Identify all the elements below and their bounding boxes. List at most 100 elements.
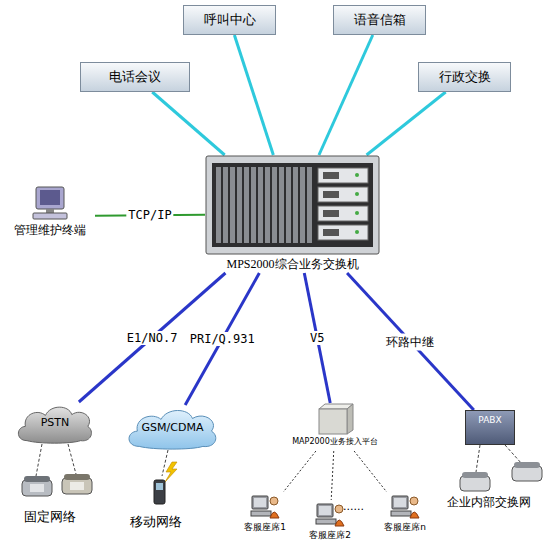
agent-icon-part bbox=[319, 506, 331, 515]
pabx-box: PABX bbox=[465, 410, 515, 445]
pabx-phones-part bbox=[514, 462, 540, 468]
pabx-phones-part bbox=[460, 476, 490, 491]
agent-icon-part bbox=[335, 505, 343, 513]
switch-chassis-part bbox=[286, 167, 291, 243]
agent-icon-part bbox=[335, 520, 344, 526]
pabx-phones-part bbox=[462, 472, 488, 478]
switch-chassis-part bbox=[293, 167, 298, 243]
switch-chassis-part bbox=[258, 167, 263, 243]
node-label: 语音信箱 bbox=[354, 12, 406, 28]
pabx-phones-part bbox=[505, 445, 522, 464]
terminal-icon-part bbox=[36, 187, 64, 209]
fixed-phones-part bbox=[70, 482, 84, 490]
node-label: 行政交换 bbox=[439, 69, 491, 85]
service-box: 呼叫中心 bbox=[183, 5, 276, 35]
node-label: MPS2000综合业务交换机 bbox=[226, 257, 358, 271]
fixed-phones-part bbox=[30, 484, 44, 492]
service-box: 电话会议 bbox=[80, 62, 190, 92]
switch-chassis-part bbox=[279, 167, 284, 243]
agent-node: 客服座席1 bbox=[235, 492, 295, 538]
switch-chassis bbox=[205, 155, 380, 255]
connector-line bbox=[354, 451, 387, 492]
node-label: 客服座席n bbox=[384, 522, 426, 533]
connector-line bbox=[331, 451, 334, 500]
node-label: 管理维护终端 bbox=[14, 223, 86, 237]
switch-chassis-part bbox=[216, 167, 221, 243]
switch-chassis-part bbox=[265, 167, 270, 243]
mobile-phone bbox=[154, 450, 177, 504]
mobile-phone-part bbox=[154, 480, 165, 504]
connector-line bbox=[347, 273, 474, 410]
terminal-icon-part bbox=[40, 190, 60, 205]
node-label: 客服座席1 bbox=[244, 522, 286, 533]
service-box: 行政交换 bbox=[418, 62, 511, 92]
caption-label: 企业内部交换网 bbox=[447, 494, 531, 511]
connector-line bbox=[367, 92, 446, 155]
pabx-phones-part bbox=[476, 445, 480, 472]
agent-icon-part bbox=[270, 497, 278, 505]
switch-chassis-part bbox=[323, 210, 339, 217]
switch-chassis-part bbox=[355, 230, 359, 234]
agent-icon-part bbox=[254, 498, 266, 507]
agent-icon-part bbox=[391, 511, 411, 516]
caption-label: 移动网络 bbox=[130, 513, 182, 531]
service-box: 语音信箱 bbox=[333, 5, 426, 35]
edge-label: PRI/Q.931 bbox=[188, 332, 257, 346]
edge-label: 环路中继 bbox=[384, 333, 436, 350]
agent-icon-part bbox=[251, 511, 271, 516]
connector-line bbox=[304, 273, 330, 403]
switch-chassis-part bbox=[318, 168, 368, 183]
agent-icon-part bbox=[270, 512, 279, 518]
node-label: 客服座席2 bbox=[309, 530, 351, 541]
switch-chassis-part bbox=[300, 167, 305, 243]
fixed-phones-part bbox=[24, 476, 50, 482]
agent-icon bbox=[390, 492, 420, 520]
terminal-icon bbox=[30, 185, 70, 221]
access-platform-icon bbox=[315, 403, 355, 435]
node-label: 电话会议 bbox=[109, 69, 161, 85]
cloud-shape-part bbox=[18, 407, 91, 443]
switch-chassis-part bbox=[307, 167, 312, 243]
access-platform-icon-part bbox=[319, 409, 347, 434]
switch-chassis-part bbox=[323, 229, 339, 236]
network-cloud: PSTN bbox=[15, 402, 95, 444]
caption-label: 固定网络 bbox=[24, 508, 76, 526]
terminal-icon-part bbox=[33, 213, 67, 219]
terminal-icon-part bbox=[46, 209, 54, 213]
edge-label: E1/NO.7 bbox=[125, 331, 180, 345]
switch-chassis-part bbox=[230, 167, 235, 243]
switch-chassis-part bbox=[323, 191, 339, 198]
agent-icon-part bbox=[316, 519, 336, 524]
mobile-phone-part bbox=[165, 462, 177, 482]
switch-chassis-part bbox=[223, 167, 228, 243]
switch-chassis-part bbox=[212, 163, 373, 247]
switch-chassis-part bbox=[323, 172, 339, 179]
switch-node: MPS2000综合业务交换机 bbox=[205, 155, 380, 273]
switch-chassis-part bbox=[251, 167, 256, 243]
switch-chassis-part bbox=[318, 206, 368, 221]
agent-icon bbox=[250, 492, 280, 520]
fixed-phones-part bbox=[62, 478, 92, 494]
edge-label: TCP/IP bbox=[126, 208, 173, 222]
node-label: GSM/CDMA bbox=[142, 421, 204, 434]
connector-line bbox=[234, 35, 273, 155]
switch-chassis-part bbox=[237, 167, 242, 243]
connector-line bbox=[185, 273, 259, 405]
cloud-shape-part bbox=[129, 411, 216, 450]
agent-node: 客服座席n bbox=[375, 492, 435, 538]
node-label: MAP2000业务接入平台 bbox=[292, 437, 378, 447]
switch-chassis-part bbox=[206, 156, 379, 254]
switch-chassis-part bbox=[318, 225, 368, 240]
agent-icon-part bbox=[317, 504, 333, 517]
access-platform-icon-part bbox=[347, 404, 353, 434]
connector-line bbox=[152, 92, 224, 155]
fixed-phones bbox=[22, 444, 92, 496]
fixed-phones-part bbox=[22, 480, 52, 496]
agent-icon-part bbox=[392, 496, 408, 509]
access-platform-node: MAP2000业务接入平台 bbox=[270, 403, 400, 451]
fixed-phones-part bbox=[64, 474, 90, 480]
edge-label: V5 bbox=[308, 331, 326, 345]
agent-icon-part bbox=[252, 496, 268, 509]
switch-chassis-part bbox=[355, 173, 359, 177]
